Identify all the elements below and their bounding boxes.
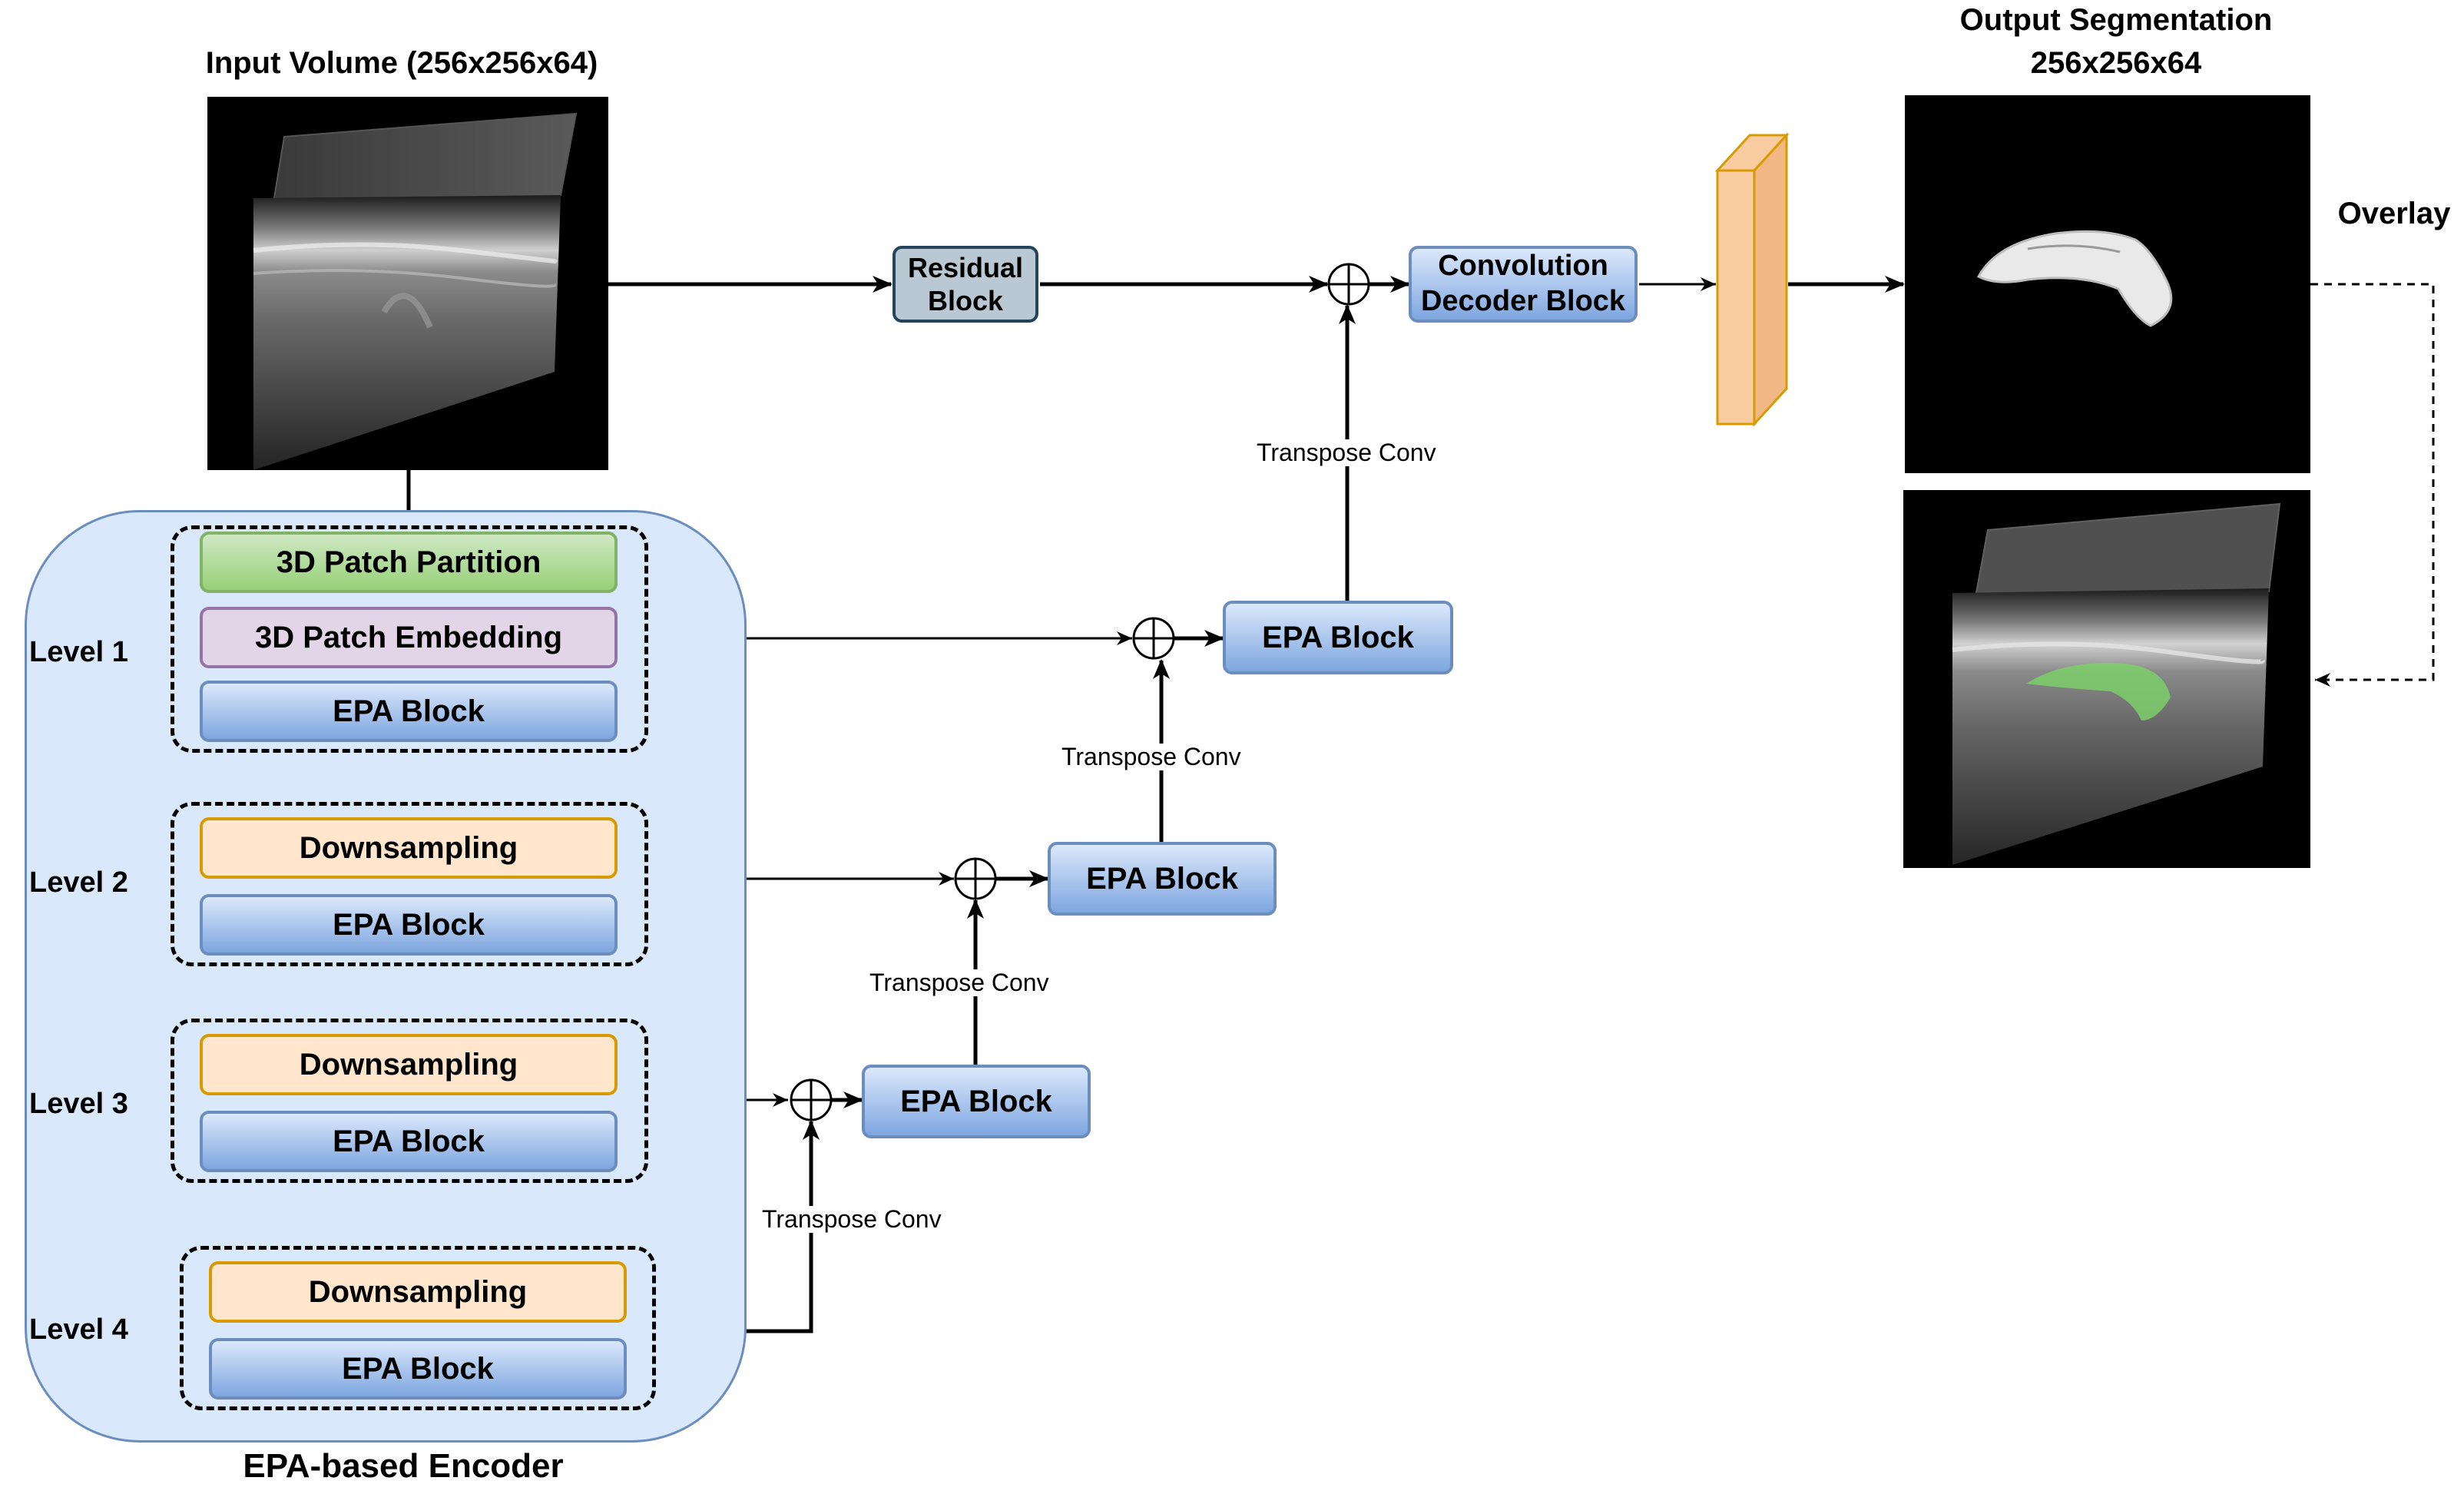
level-4-group <box>180 1246 656 1410</box>
decoder-epa-block-3[interactable]: EPA Block <box>862 1065 1091 1138</box>
input-title: Input Volume (256x256x64) <box>205 46 598 80</box>
decoder-epa-block-2[interactable]: EPA Block <box>1048 842 1277 916</box>
patch-embedding-block[interactable]: 3D Patch Embedding <box>200 607 618 668</box>
overlay-label: Overlay <box>2337 197 2451 230</box>
level-3-downsampling-block[interactable]: Downsampling <box>200 1034 618 1095</box>
overlay-volume-render <box>1952 502 2281 865</box>
level-4-downsampling-block[interactable]: Downsampling <box>209 1261 627 1323</box>
level-3-group <box>171 1019 648 1183</box>
output-title-line1: Output Segmentation <box>1959 3 2273 37</box>
decoder-epa-block-1[interactable]: EPA Block <box>1223 601 1453 674</box>
output-title-line2: 256x256x64 <box>2030 46 2202 80</box>
input-volume-image <box>207 97 608 470</box>
level-4-epa-block[interactable]: EPA Block <box>209 1338 627 1400</box>
transpose-conv-label-4: Transpose Conv <box>759 1205 945 1234</box>
transpose-conv-label-1: Transpose Conv <box>1254 439 1439 467</box>
sum-level2 <box>954 857 997 900</box>
conv-layer-3d <box>1714 132 1790 427</box>
transpose-conv-label-2: Transpose Conv <box>1058 743 1244 771</box>
level-2-downsampling-block[interactable]: Downsampling <box>200 817 618 879</box>
overlay-image <box>1903 490 2310 868</box>
level-2-epa-block[interactable]: EPA Block <box>200 894 618 956</box>
overlay-arrow <box>2310 283 2435 687</box>
sum-top <box>1327 263 1370 306</box>
convolution-decoder-block[interactable]: Convolution Decoder Block <box>1409 246 1638 323</box>
segmentation-mask-render <box>1976 230 2173 327</box>
level-2-label: Level 2 <box>29 866 128 899</box>
level-3-label: Level 3 <box>29 1088 128 1120</box>
sum-level1 <box>1132 617 1175 660</box>
level-3-epa-block[interactable]: EPA Block <box>200 1111 618 1172</box>
level-2-group <box>171 802 648 966</box>
oct-volume-render <box>253 112 578 470</box>
patch-partition-block[interactable]: 3D Patch Partition <box>200 532 618 593</box>
level-1-epa-block[interactable]: EPA Block <box>200 681 618 742</box>
sum-level3 <box>790 1078 833 1121</box>
level-1-group <box>171 525 648 753</box>
level-4-label: Level 4 <box>29 1313 128 1346</box>
level-1-label: Level 1 <box>29 636 128 668</box>
encoder-title: EPA-based Encoder <box>243 1447 564 1485</box>
output-segmentation-image <box>1905 95 2310 473</box>
transpose-conv-label-3: Transpose Conv <box>866 969 1052 997</box>
residual-block[interactable]: Residual Block <box>893 246 1038 323</box>
